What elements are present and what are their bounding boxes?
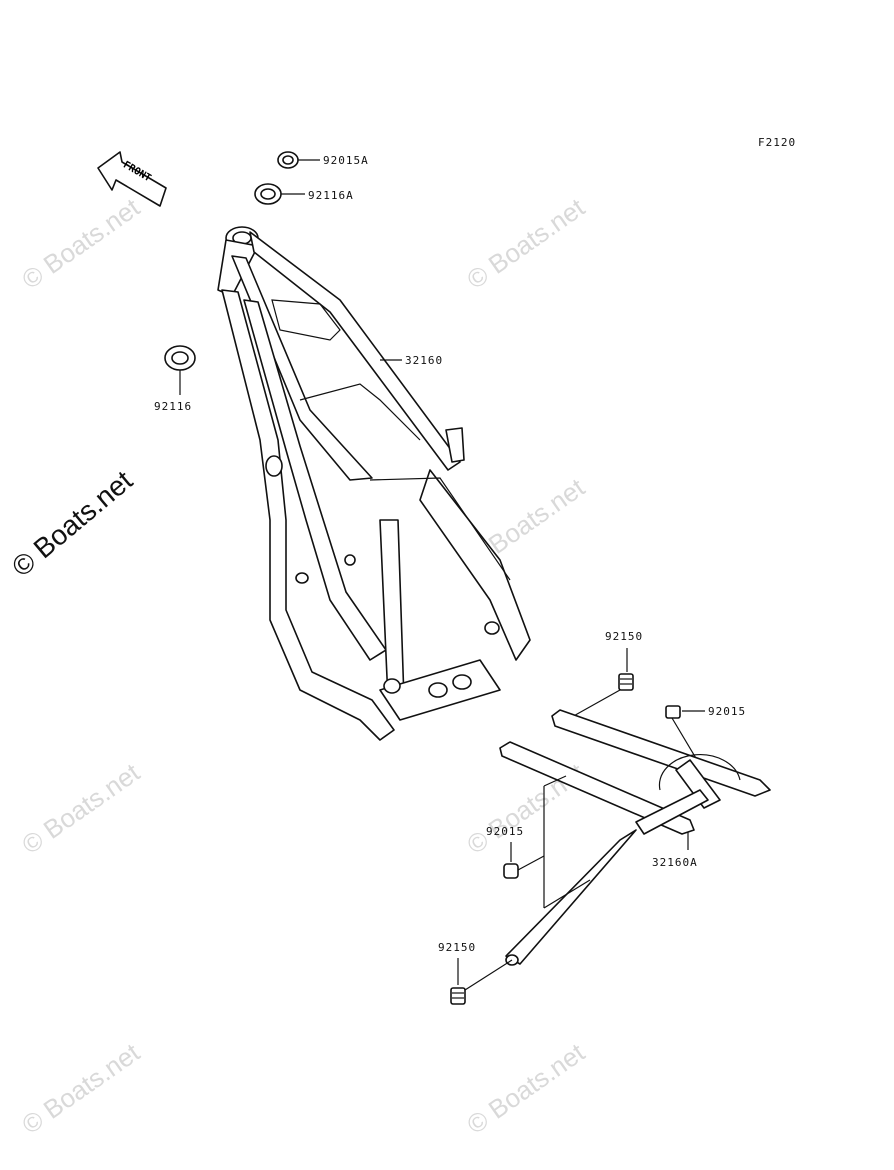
label-32160[interactable]: 32160: [405, 354, 443, 367]
label-92116[interactable]: 92116: [154, 400, 192, 413]
watermark: © Boats.net: [461, 192, 590, 295]
label-92150-upper[interactable]: 92150: [605, 630, 643, 643]
collar-92015-left-icon: [503, 842, 545, 879]
watermark: © Boats.net: [16, 192, 145, 295]
label-92015-right[interactable]: 92015: [708, 705, 746, 718]
figure-code: F2120: [758, 136, 796, 149]
front-arrow-icon: FRONT: [97, 151, 167, 207]
watermark-dark: © Boats.net: [6, 464, 138, 582]
label-32160A[interactable]: 32160A: [652, 856, 698, 869]
label-92015A[interactable]: 92015A: [323, 154, 369, 167]
main-frame-32160: [217, 226, 531, 741]
bearing-92116A-icon: [254, 183, 305, 205]
bearing-92116-icon: [164, 345, 196, 395]
label-92116A[interactable]: 92116A: [308, 189, 354, 202]
bolt-92150-lower-icon: [450, 958, 513, 1005]
watermark: © Boats.net: [461, 1037, 590, 1140]
subframe-32160A: [499, 709, 771, 966]
watermark: © Boats.net: [16, 757, 145, 860]
label-92015-left[interactable]: 92015: [486, 825, 524, 838]
watermark: © Boats.net: [16, 1037, 145, 1140]
label-92150-lower[interactable]: 92150: [438, 941, 476, 954]
seal-92015A-icon: [277, 151, 320, 169]
bolt-92150-upper-icon: [569, 648, 634, 719]
